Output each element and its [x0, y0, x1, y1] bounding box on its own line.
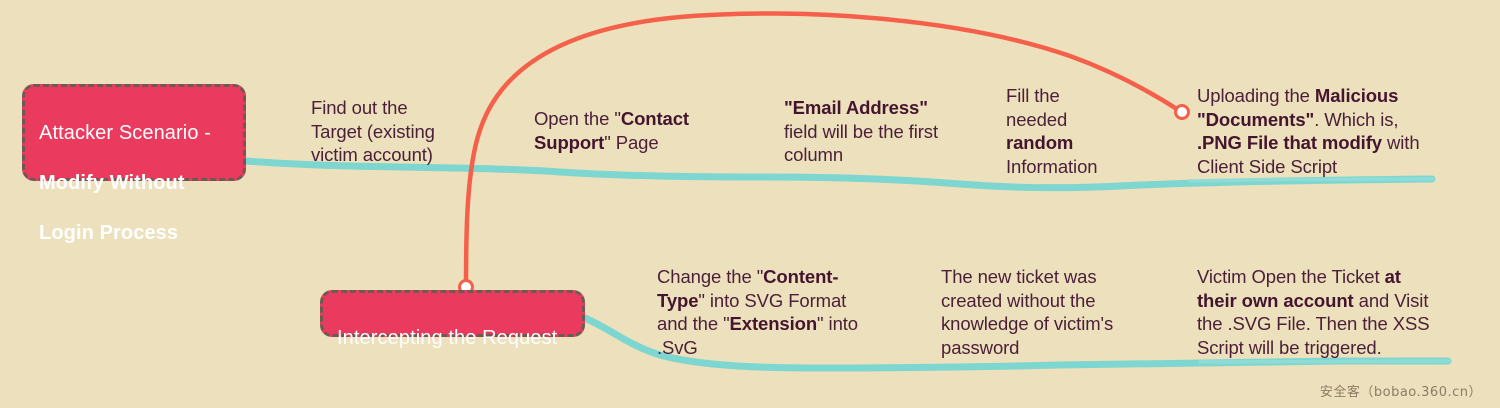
- label-find-target-text: Find out the Target (existing victim acc…: [311, 97, 435, 165]
- node-intercept-label: Intercepting the Request: [337, 327, 558, 349]
- label-new-ticket-created[interactable]: The new ticket was created without the k…: [941, 265, 1121, 359]
- label-upload-malicious-documents[interactable]: Uploading the Malicious "Documents". Whi…: [1197, 84, 1429, 178]
- node-intercepting-request[interactable]: Intercepting the Request: [320, 290, 585, 349]
- label-content-pre: Change the ": [657, 266, 764, 287]
- label-upload-bold-2: .PNG File that modify: [1197, 132, 1382, 153]
- label-open-support-pre: Open the ": [534, 108, 621, 129]
- label-open-support-post: " Page: [604, 131, 659, 153]
- label-email-bold: "Email Address": [784, 97, 928, 118]
- label-victim-post: and Visit the .SVG File. Then the XSS Sc…: [1197, 289, 1430, 358]
- label-content-bold-1: Content-Type: [657, 266, 839, 311]
- label-upload-bold-1: Malicious "Documents": [1197, 85, 1399, 130]
- label-fill-post: Information: [1006, 155, 1098, 177]
- label-change-content-type[interactable]: Change the "Content-Type" into SVG Forma…: [657, 265, 872, 359]
- label-victim-opens-ticket[interactable]: Victim Open the Ticket at their own acco…: [1197, 265, 1437, 359]
- label-upload-pre: Uploading the: [1197, 85, 1315, 106]
- node-attacker-line-2: Modify Without: [39, 172, 185, 194]
- watermark: 安全客（bobao.360.cn）: [1319, 385, 1482, 400]
- label-fill-random-info[interactable]: Fill the needed random Information: [1006, 84, 1131, 178]
- label-content-mid: " into SVG Format and the ": [657, 289, 847, 335]
- label-email-rest: field will be the first column: [784, 120, 938, 166]
- label-upload-post: with Client Side Script: [1197, 132, 1420, 177]
- label-upload-mid: . Which is,: [1314, 108, 1399, 130]
- label-find-target[interactable]: Find out the Target (existing victim acc…: [311, 96, 481, 167]
- label-content-post: " into .SvG: [657, 313, 858, 358]
- node-attacker-scenario[interactable]: Attacker Scenario - Modify Without Login…: [22, 84, 246, 244]
- cross-link-end-dot: [1174, 104, 1190, 120]
- label-new-ticket-text: The new ticket was created without the k…: [941, 266, 1114, 358]
- label-victim-pre: Victim Open the Ticket: [1197, 266, 1385, 287]
- label-fill-bold: random: [1006, 132, 1074, 153]
- top-branch-line-taper: [1188, 177, 1436, 183]
- node-attacker-line-3: Login Process: [39, 222, 179, 244]
- bottom-branch-line-taper: [1198, 359, 1452, 364]
- label-content-bold-2: Extension: [729, 313, 818, 334]
- label-open-contact-support[interactable]: Open the "Contact Support" Page: [534, 107, 734, 154]
- label-victim-bold: at their own account: [1197, 266, 1401, 311]
- label-fill-pre: Fill the needed: [1006, 85, 1068, 130]
- label-email-address-field[interactable]: "Email Address" field will be the first …: [784, 96, 944, 167]
- label-open-support-bold: Contact Support: [534, 108, 689, 153]
- node-attacker-line-1: Attacker Scenario -: [39, 122, 211, 144]
